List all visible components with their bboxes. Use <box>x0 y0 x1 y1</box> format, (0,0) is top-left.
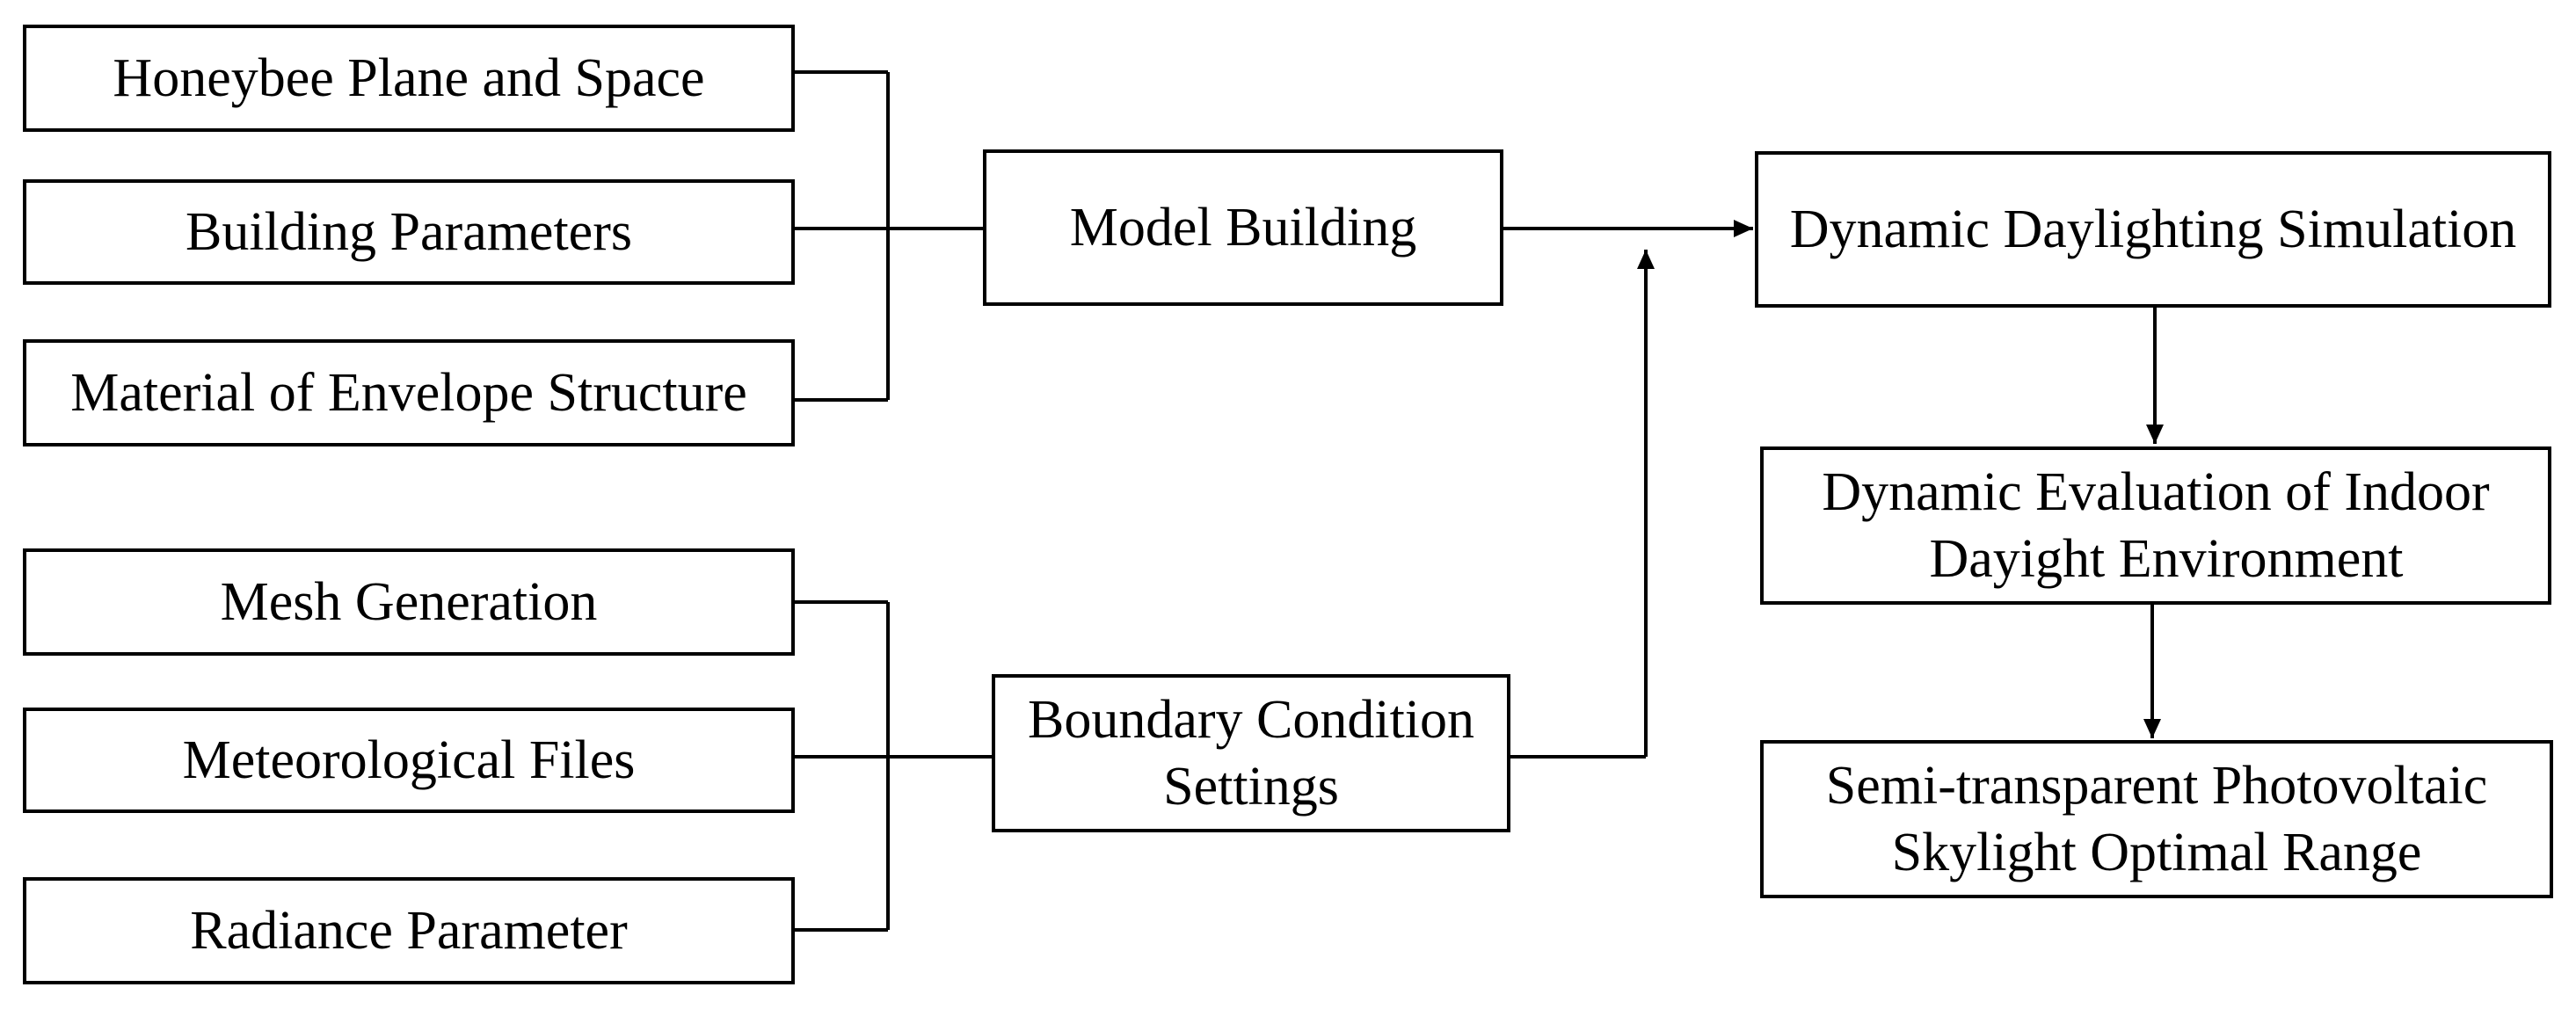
box-honeybee-plane-space: Honeybee Plane and Space <box>23 25 795 132</box>
box-label-line-1: Semi-transparent Photovoltaic <box>1825 756 2488 816</box>
box-material-envelope: Material of Envelope Structure <box>23 339 795 446</box>
box-label-line-2: Dayight Environment <box>1929 529 2404 589</box>
box-boundary-condition-settings: Boundary Condition Settings <box>992 674 1510 832</box>
box-label-line-1: Boundary Condition <box>1027 690 1475 750</box>
box-optimal-range: Semi-transparent Photovoltaic Skylight O… <box>1760 740 2553 898</box>
box-dynamic-daylighting-simulation: Dynamic Daylighting Simulation <box>1755 151 2551 308</box>
box-label-line-2: Skylight Optimal Range <box>1891 823 2422 882</box>
box-label-line-2: Settings <box>1163 757 1339 817</box>
box-building-parameters: Building Parameters <box>23 179 795 285</box>
box-model-building: Model Building <box>983 149 1503 306</box>
box-label-line-1: Dynamic Evaluation of Indoor <box>1822 462 2490 522</box>
box-label: Mesh Generation <box>220 572 598 632</box>
box-radiance-parameter: Radiance Parameter <box>23 877 795 984</box>
box-label: Model Building <box>1069 198 1417 258</box>
box-label: Material of Envelope Structure <box>70 363 747 423</box>
box-label: Building Parameters <box>186 202 632 262</box>
box-label: Meteorological Files <box>182 730 636 790</box>
box-label: Radiance Parameter <box>190 901 628 961</box>
box-meteorological-files: Meteorological Files <box>23 708 795 813</box>
box-dynamic-evaluation: Dynamic Evaluation of Indoor Dayight Env… <box>1760 446 2551 605</box>
box-label: Honeybee Plane and Space <box>113 48 705 108</box>
box-mesh-generation: Mesh Generation <box>23 548 795 656</box>
box-label: Dynamic Daylighting Simulation <box>1789 200 2517 259</box>
